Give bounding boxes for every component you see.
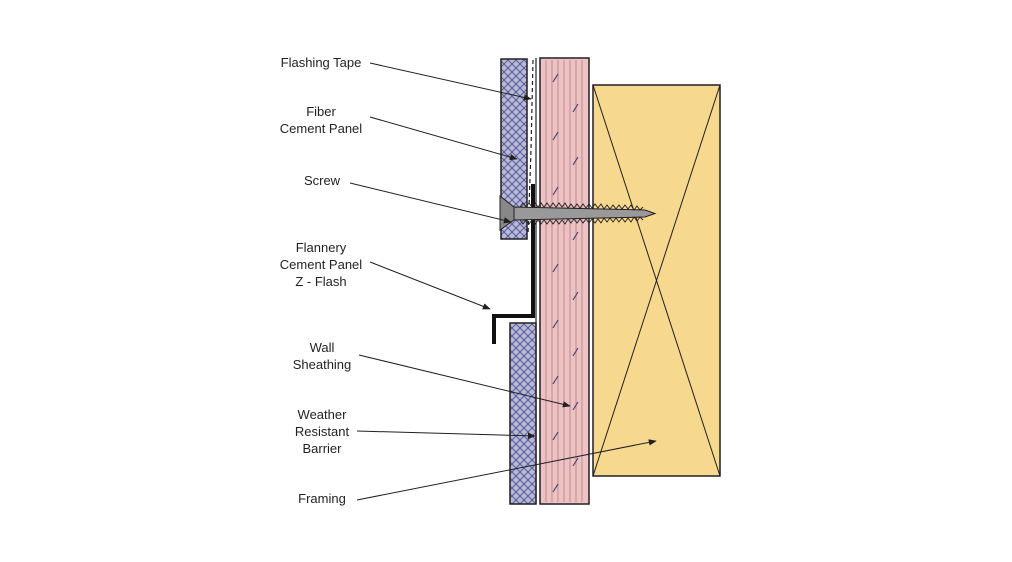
label-screw: Screw — [303, 173, 341, 188]
leader-framing — [356, 439, 657, 501]
z-flash — [492, 184, 535, 344]
label-flashing-tape: Flashing Tape — [280, 55, 362, 70]
wall-sheathing — [539, 57, 590, 505]
label-weather-barrier: Weather Resistant Barrier — [294, 407, 350, 456]
leader-weather-barrier — [356, 430, 536, 439]
framing-member — [592, 84, 721, 477]
label-z-flash: Flannery Cement Panel Z - Flash — [279, 240, 363, 289]
leader-screw — [349, 182, 512, 224]
leader-z-flash — [369, 261, 491, 310]
fiber-cement-panel-lower — [509, 322, 537, 505]
leader-wall-sheathing — [358, 354, 571, 408]
leader-flashing-tape — [369, 62, 532, 101]
leader-fiber-cement-panel — [369, 116, 518, 161]
flashing-tape — [527, 59, 534, 236]
label-wall-sheathing: Wall Sheathing — [292, 340, 352, 372]
label-framing: Framing — [298, 491, 346, 506]
label-fiber-cement-panel: Fiber Cement Panel — [279, 104, 363, 136]
